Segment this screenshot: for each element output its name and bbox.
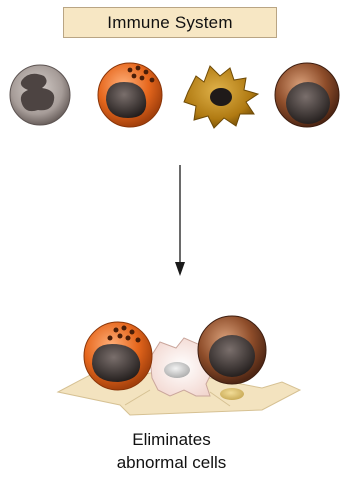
brown-macrophage-cell: [275, 63, 339, 127]
grey-granulocyte-cell: [10, 65, 70, 125]
attacking-macrophage-cell: [198, 316, 266, 384]
gold-dendritic-cell: [184, 66, 258, 128]
orange-lymphocyte-cell: [98, 63, 162, 127]
caption-line-1: Eliminates: [0, 430, 343, 450]
attacking-lymphocyte-cell: [84, 322, 152, 390]
caption-line-2: abnormal cells: [0, 453, 343, 473]
down-arrow: [175, 165, 185, 276]
